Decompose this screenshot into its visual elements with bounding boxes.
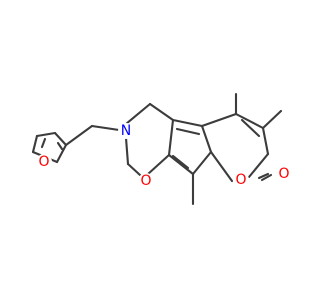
carbonyl-oxygen-label: O: [278, 166, 289, 182]
benzene-ring: [167, 118, 213, 176]
furan-oxygen-label: O: [38, 154, 49, 170]
atom-labels: O N O O O: [36, 123, 292, 189]
pyranone-oxygen-label: O: [235, 172, 246, 188]
methylene-linker: [64, 124, 121, 147]
oxazine-oxygen-label: O: [140, 173, 151, 189]
methyl-groups: [191, 109, 283, 206]
pyranone-ring: [200, 92, 273, 183]
molecule-drawing: O N O O O: [31, 92, 292, 206]
structure-canvas: O N O O O: [31, 92, 292, 206]
amine-nitrogen-label: N: [121, 123, 131, 139]
oxazine-ring: [124, 102, 175, 177]
